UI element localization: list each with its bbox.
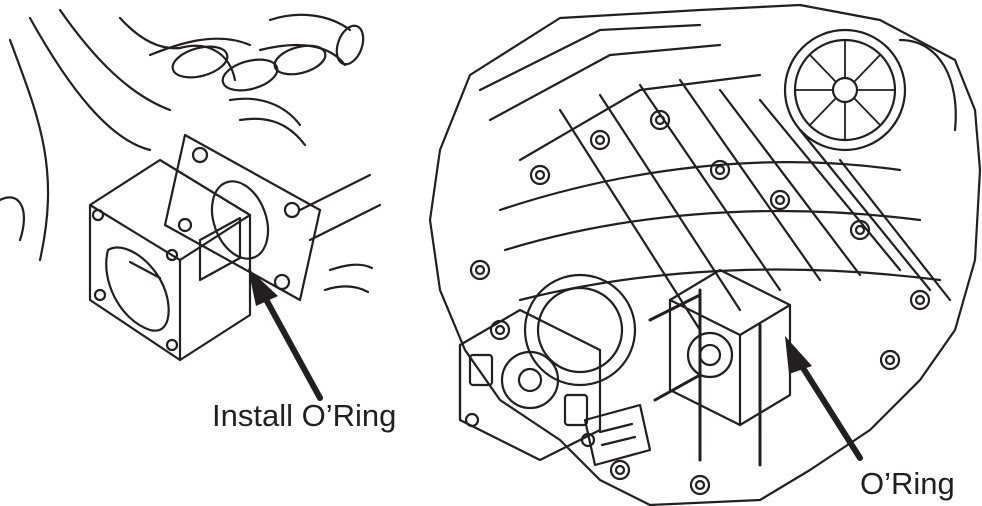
oring-callout: O’Ring	[860, 466, 955, 501]
arrow-to-oring	[785, 336, 863, 461]
transmission-illustration	[428, 3, 982, 506]
arrow-to-install-oring	[248, 268, 323, 401]
left-closeup-illustration	[0, 8, 382, 362]
install-oring-callout: Install O’Ring	[212, 398, 397, 433]
